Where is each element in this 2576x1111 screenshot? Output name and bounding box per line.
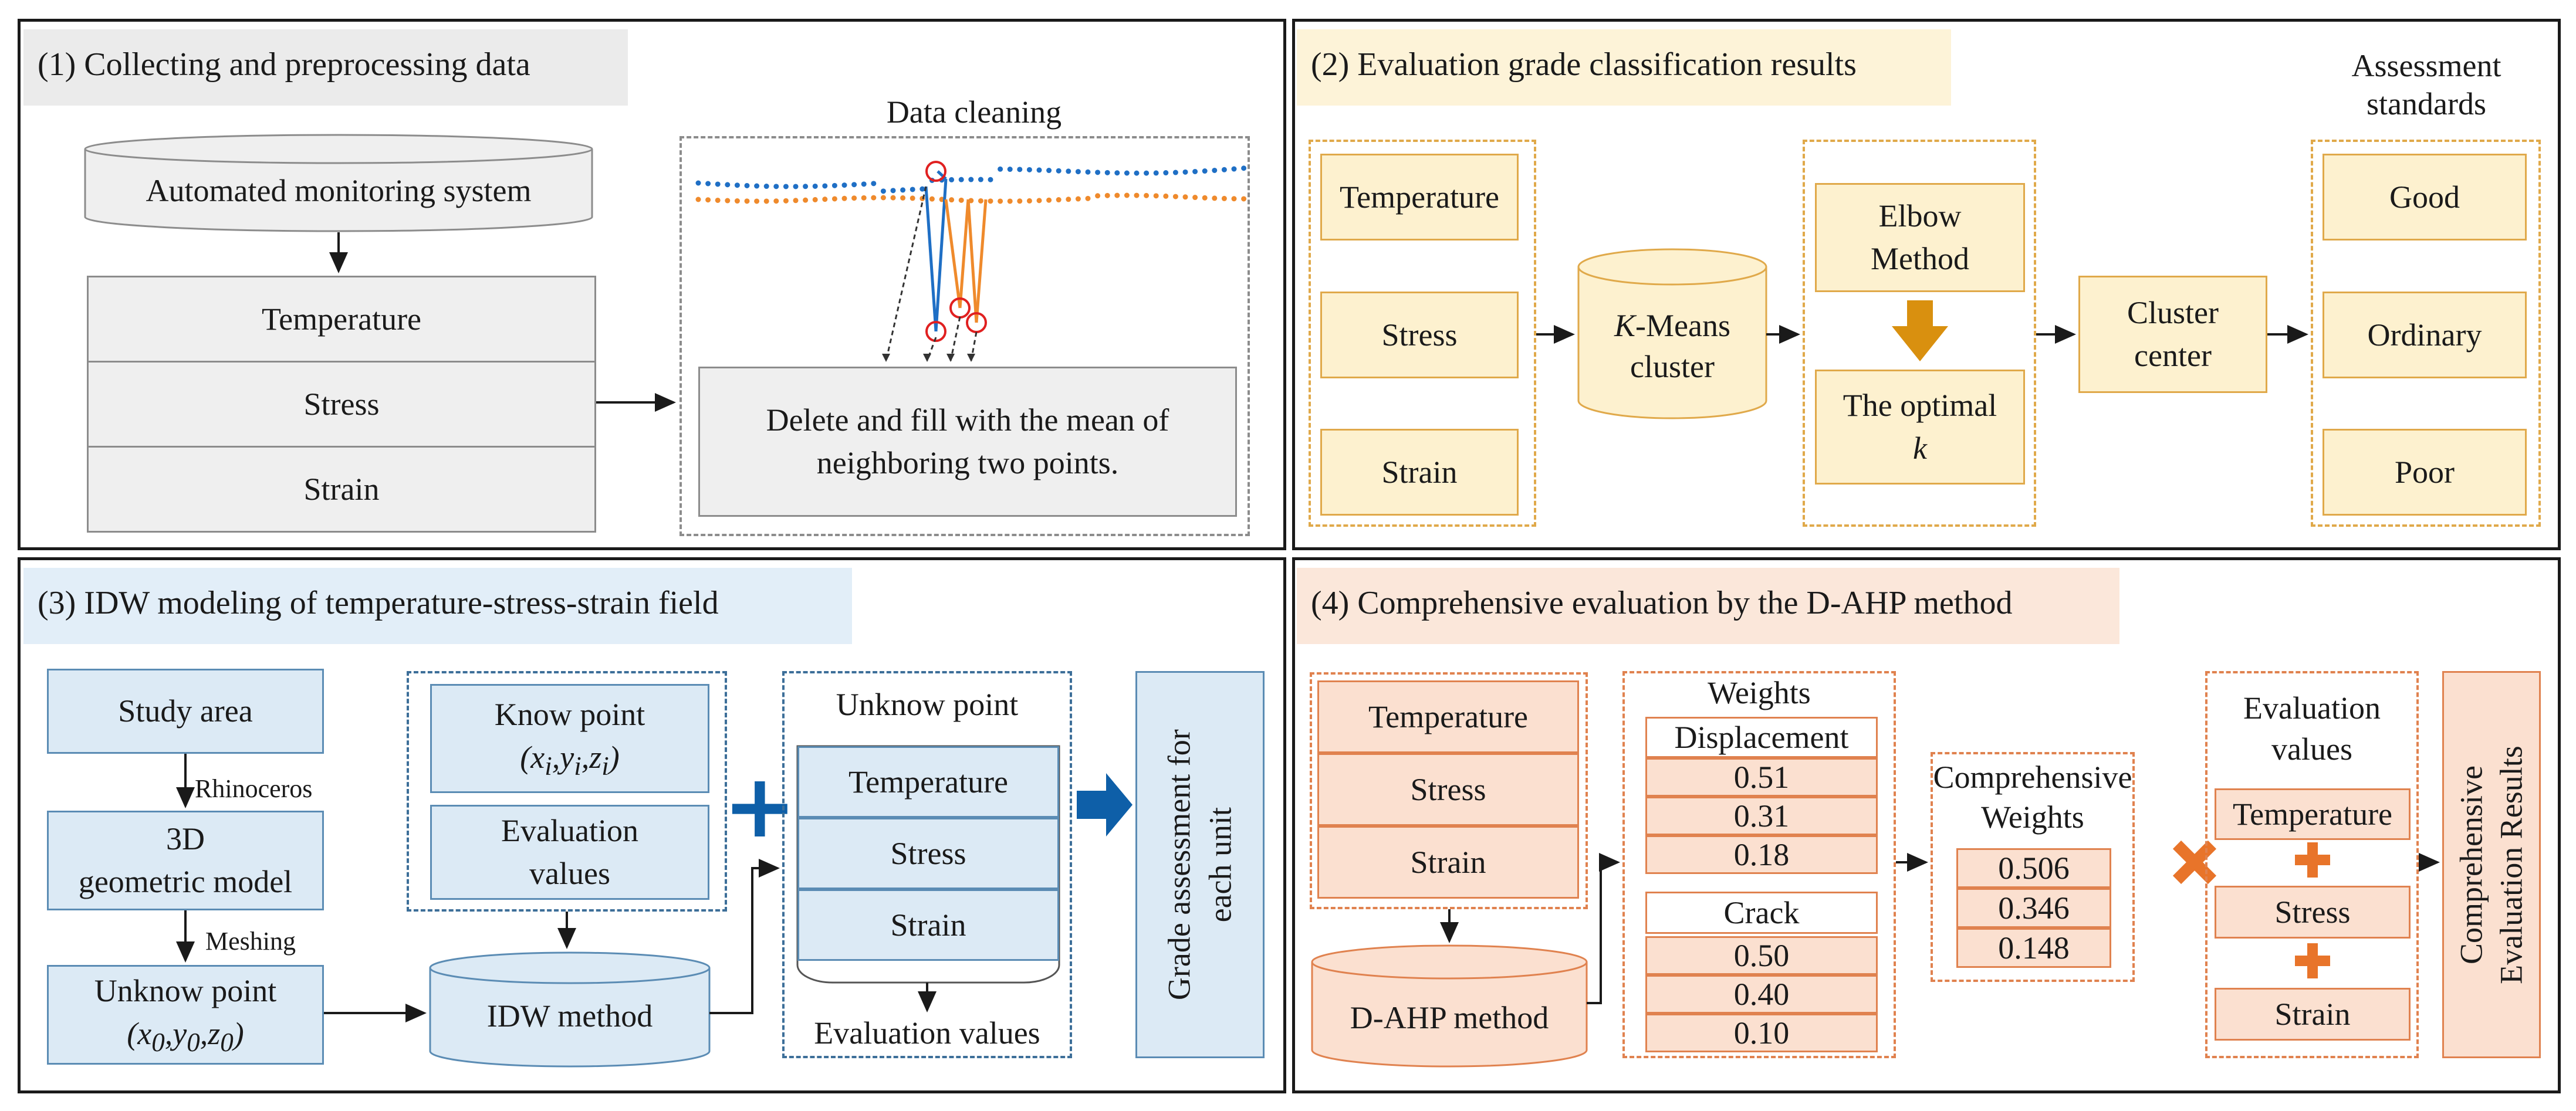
grade-assessment-box: Grade assessment for each unit xyxy=(1135,671,1265,1058)
p3-eval-values-box: Evaluation values xyxy=(430,805,709,900)
comp-value-2: 0.346 xyxy=(1956,888,2111,928)
p3-field-stress: Stress xyxy=(797,818,1059,889)
unknow-point-group xyxy=(782,671,1072,1058)
comprehensive-results-box: Comprehensive Evaluation Results xyxy=(2442,671,2541,1058)
comp-weights-line1: Comprehensive xyxy=(1933,760,2132,795)
data-cleaning-title: Data cleaning xyxy=(886,94,1062,130)
p4-input-temperature: Temperature xyxy=(1317,680,1579,753)
known-point-coords: (xi,yi,zi) xyxy=(520,739,620,781)
idw-method-label: IDW method xyxy=(486,998,653,1034)
p3-field-strain: Strain xyxy=(797,889,1059,961)
p4-input-stress: Stress xyxy=(1317,753,1579,826)
p3-eval-line1: Evaluation xyxy=(501,813,638,849)
grade-ordinary: Ordinary xyxy=(2323,292,2527,378)
panel1-title: (1) Collecting and preprocessing data xyxy=(23,29,628,106)
p2-input-strain: Strain xyxy=(1320,429,1519,516)
eval-title-line2: values xyxy=(2271,731,2352,767)
optimal-line1: The optimal xyxy=(1843,388,1997,424)
cleaning-text-line2: neighboring two points. xyxy=(816,445,1119,480)
kmeans-label: K-Means cluster xyxy=(1578,305,1766,387)
weights-group xyxy=(1622,671,1896,1058)
p4-input-strain: Strain xyxy=(1317,826,1579,899)
results-line1: Comprehensive xyxy=(2453,765,2489,964)
p2-inputs-group xyxy=(1309,140,1536,527)
unknow-point-label: Unknow point xyxy=(94,973,277,1008)
unknow-point-box: Unknow point (x0,y0,z0) xyxy=(47,965,324,1065)
geo-model-line2: geometric model xyxy=(78,864,293,899)
grade-poor: Poor xyxy=(2323,429,2527,516)
panel2-title: (2) Evaluation grade classification resu… xyxy=(1297,29,1951,106)
p1-row-strain: Strain xyxy=(87,446,596,533)
crack-value-1: 0.50 xyxy=(1645,936,1878,975)
known-point-box: Know point (xi,yi,zi) xyxy=(430,684,709,793)
data-cleaning-frame xyxy=(680,136,1250,536)
unknow-point-title: Unknow point xyxy=(836,687,1019,722)
results-text: Comprehensive Evaluation Results xyxy=(2452,746,2531,984)
monitoring-system-label: Automated monitoring system xyxy=(146,173,532,208)
crack-value-3: 0.10 xyxy=(1645,1014,1878,1052)
kmeans-k: K xyxy=(1614,308,1636,343)
cluster-center-box: Cluster center xyxy=(2078,276,2267,393)
optimal-k-box: The optimal k xyxy=(1815,370,2025,485)
p3-evaluation-values: Evaluation values xyxy=(814,1015,1040,1051)
crack-header: Crack xyxy=(1645,892,1878,934)
eval-title-line1: Evaluation xyxy=(2243,690,2381,726)
kmeans-cluster: cluster xyxy=(1630,349,1715,385)
grade-line2: each unit xyxy=(1203,807,1239,923)
p3-field-temperature: Temperature xyxy=(797,746,1059,818)
unknow-point-coords: (x0,y0,z0) xyxy=(127,1015,244,1057)
blue-plus-icon: + xyxy=(723,756,797,858)
cleaning-text-line1: Delete and fill with the mean of xyxy=(766,402,1169,438)
eval-values-title: Evaluation values xyxy=(2205,687,2419,770)
disp-value-3: 0.18 xyxy=(1645,835,1878,874)
panel4-title: (4) Comprehensive evaluation by the D-AH… xyxy=(1297,568,2119,644)
p2-elbow-group xyxy=(1803,140,2036,527)
eval-item-strain: Strain xyxy=(2215,988,2411,1041)
geometric-model-box: 3D geometric model xyxy=(47,811,324,910)
weights-title: Weights xyxy=(1708,675,1811,710)
elbow-method-box: Elbow Method xyxy=(1815,183,2025,292)
comp-weights-group xyxy=(1931,752,2135,982)
standards-line2: standards xyxy=(2367,86,2486,121)
comp-weights-title: Comprehensive Weights xyxy=(1931,758,2135,837)
grade-line1: Grade assessment for xyxy=(1161,729,1197,1000)
optimal-k: k xyxy=(1913,431,1927,466)
standards-line1: Assessment xyxy=(2351,48,2501,83)
cleaning-result-box: Delete and fill with the mean of neighbo… xyxy=(698,367,1237,517)
disp-value-2: 0.31 xyxy=(1645,797,1878,835)
p3-eval-line2: values xyxy=(529,856,610,891)
kmeans-means: -Means xyxy=(1635,308,1730,343)
crack-value-2: 0.40 xyxy=(1645,975,1878,1014)
p2-input-temperature: Temperature xyxy=(1320,154,1519,241)
cluster-center-line1: Cluster xyxy=(2127,295,2219,331)
panel3-title: (3) IDW modeling of temperature-stress-s… xyxy=(23,568,852,644)
meshing-label: Meshing xyxy=(205,927,296,956)
dahp-label: D-AHP method xyxy=(1350,1000,1549,1035)
comp-weights-line2: Weights xyxy=(1981,799,2084,835)
p2-input-stress: Stress xyxy=(1320,292,1519,378)
geo-model-line1: 3D xyxy=(166,821,205,857)
known-inputs-group xyxy=(407,671,727,912)
cluster-center-line2: center xyxy=(2134,338,2212,373)
results-line2: Evaluation Results xyxy=(2493,745,2529,984)
p1-row-stress: Stress xyxy=(87,361,596,448)
rhinoceros-label: Rhinoceros xyxy=(195,774,313,803)
p1-row-temperature: Temperature xyxy=(87,276,596,363)
p2-grades-group xyxy=(2311,140,2541,527)
comp-value-1: 0.506 xyxy=(1956,848,2111,888)
comp-value-3: 0.148 xyxy=(1956,928,2111,968)
elbow-line1: Elbow xyxy=(1878,198,1962,234)
elbow-line2: Method xyxy=(1871,241,1969,276)
disp-value-1: 0.51 xyxy=(1645,758,1878,797)
standards-title: Assessment standards xyxy=(2309,47,2544,123)
known-point-label: Know point xyxy=(494,696,645,732)
p4-inputs-group xyxy=(1310,672,1588,909)
eval-values-group xyxy=(2205,671,2419,1058)
eval-item-stress: Stress xyxy=(2215,886,2411,939)
study-area-box: Study area xyxy=(47,669,324,754)
displacement-header: Displacement xyxy=(1645,717,1878,758)
eval-item-temperature: Temperature xyxy=(2215,788,2411,840)
grade-assessment-text: Grade assessment for each unit xyxy=(1159,729,1241,1000)
grade-good: Good xyxy=(2323,154,2527,241)
